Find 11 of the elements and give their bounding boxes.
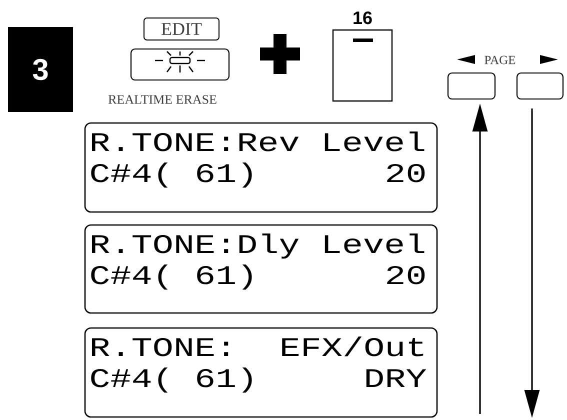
lcd-screen: R.TONE: EFX/Out C#4( 61) DRY bbox=[84, 327, 438, 418]
button bbox=[447, 72, 496, 100]
button-label: EDIT bbox=[144, 18, 220, 40]
button bbox=[516, 72, 564, 100]
lcd-screen: R.TONE:Dly Level C#4( 61) 20 bbox=[84, 224, 438, 314]
node-label: 16 bbox=[354, 11, 372, 24]
lcd-screen: R.TONE:Rev Level C#4( 61) 20 bbox=[84, 122, 438, 213]
caption-text: PAGE bbox=[484, 56, 516, 64]
pad-button: 16 bbox=[332, 11, 393, 102]
button-caption: REALTIME ERASE bbox=[108, 95, 216, 104]
step-number-box: 3 bbox=[8, 27, 73, 112]
